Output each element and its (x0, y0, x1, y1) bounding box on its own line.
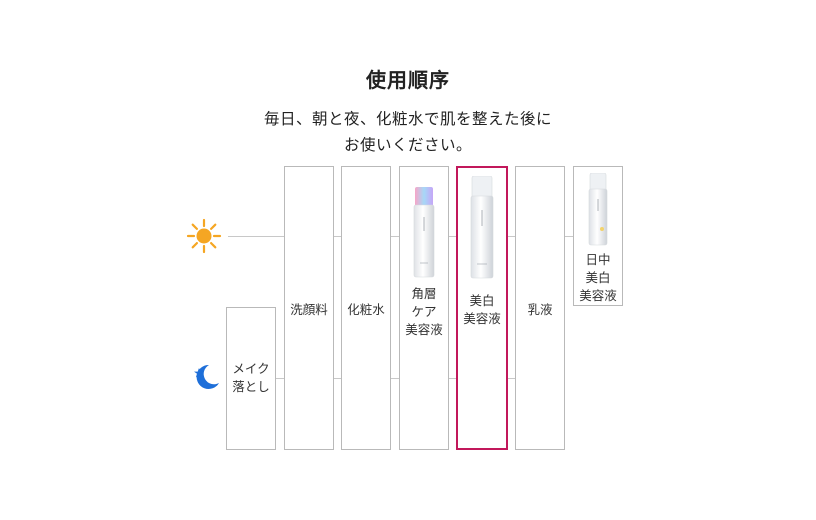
step-label: 乳液 (527, 302, 553, 317)
bottle-image (585, 172, 611, 251)
step-label: 美白 美容液 (463, 293, 501, 326)
step-day-serum: 日中 美白 美容液 (573, 166, 623, 306)
step-label: メイク 落とし (232, 361, 270, 394)
step-label: 化粧水 (347, 302, 385, 317)
step-whitening-serum: 美白 美容液 (456, 166, 508, 450)
step-label: 角層 ケア 美容液 (405, 286, 443, 337)
sun-icon (186, 218, 222, 258)
bottle-image (411, 187, 437, 283)
page-title: 使用順序 (366, 68, 450, 92)
step-label: 日中 美白 美容液 (579, 252, 617, 303)
subtitle: 毎日、朝と夜、化粧水で肌を整えた後に お使いください。 (0, 106, 816, 158)
step-makeup-remover: メイク 落とし (226, 307, 276, 450)
moon-star-icon (192, 362, 222, 396)
step-cleanser: 洗顔料 (284, 166, 334, 450)
subtitle-line-2: お使いください。 (343, 136, 472, 154)
step-keratin-care-serum: 角層 ケア 美容液 (399, 166, 449, 450)
step-label: 洗顔料 (290, 302, 328, 317)
step-emulsion: 乳液 (515, 166, 565, 450)
bottle-image (467, 175, 497, 284)
subtitle-line-1: 毎日、朝と夜、化粧水で肌を整えた後に (263, 110, 552, 128)
step-toner: 化粧水 (341, 166, 391, 450)
